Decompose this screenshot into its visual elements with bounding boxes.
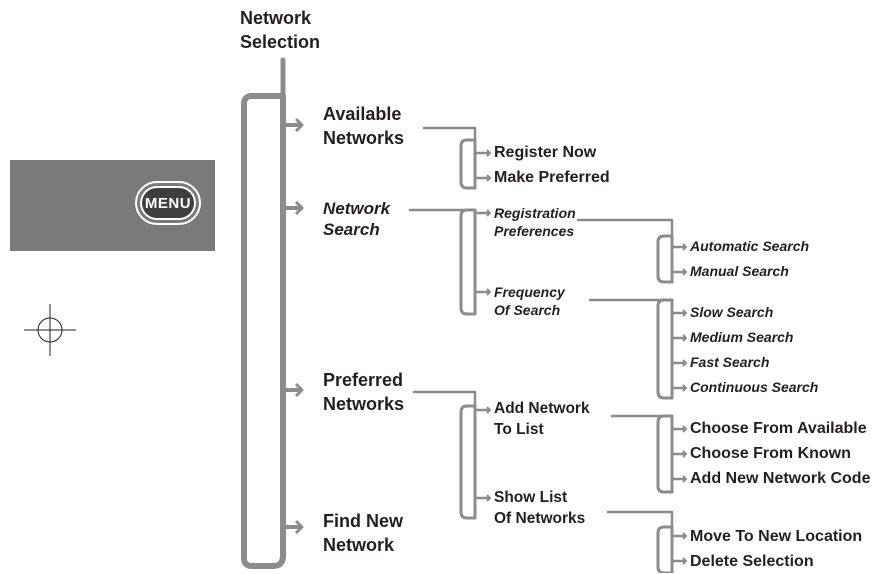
choose-from-known-item[interactable]: Choose From Known (690, 445, 851, 462)
main-bracket-line (241, 93, 286, 569)
preferred-feeder-line (412, 390, 477, 408)
frequency-branch-arrow-2 (682, 359, 687, 367)
available-branch-arrow-0 (486, 149, 491, 157)
choose-from-available-item[interactable]: Choose From Available (690, 420, 867, 437)
show-list-bracket-line (656, 525, 674, 573)
frequency-of-search-item[interactable]: Frequency Of Search (494, 284, 565, 318)
main-branch-arrow-0 (294, 117, 304, 133)
preferred-bracket-line (459, 404, 477, 520)
manual-search-item[interactable]: Manual Search (690, 263, 789, 279)
main-branch-arrow-1 (294, 200, 304, 216)
main-branch-arrow-2 (294, 382, 304, 398)
registration-mark-icon (24, 304, 76, 356)
registration-preferences-item[interactable]: Registration Preferences (494, 205, 576, 239)
add-network-bracket-line (656, 414, 674, 494)
registration-branch-arrow-1 (682, 268, 687, 276)
find-new-network-item[interactable]: Find New Network (323, 511, 403, 555)
add-new-network-code-item[interactable]: Add New Network Code (690, 470, 871, 487)
frequency-branch-arrow-0 (682, 309, 687, 317)
show-list-feeder-line (606, 510, 674, 529)
preferred-branch-arrow-1 (486, 494, 491, 502)
frequency-bracket-line (656, 298, 674, 400)
available-branch-arrow-1 (486, 174, 491, 182)
registration-feeder-line (576, 218, 674, 238)
fast-search-item[interactable]: Fast Search (690, 354, 770, 370)
add-network-branch-arrow-2 (682, 475, 687, 483)
automatic-search-item[interactable]: Automatic Search (690, 238, 810, 254)
register-now-item[interactable]: Register Now (494, 144, 597, 161)
slow-search-item[interactable]: Slow Search (690, 304, 774, 320)
network-search-branch-arrow-1 (486, 288, 491, 296)
menu-panel: MENU (10, 160, 215, 251)
registration-bracket-line (656, 234, 674, 284)
frequency-branch-arrow-3 (682, 384, 687, 392)
preferred-branch-arrow-0 (486, 406, 491, 414)
add-network-branch-arrow-0 (682, 425, 687, 433)
add-network-branch-arrow-1 (682, 450, 687, 458)
available-networks-item[interactable]: Available Networks (323, 104, 405, 148)
add-network-to-list-item[interactable]: Add Network To List (494, 400, 590, 438)
available-feeder-line (422, 126, 477, 142)
delete-selection-item[interactable]: Delete Selection (690, 553, 814, 570)
preferred-networks-item[interactable]: Preferred Networks (323, 370, 405, 414)
main-branch-arrow-3 (294, 519, 304, 535)
make-preferred-item[interactable]: Make Preferred (494, 169, 610, 186)
registration-branch-arrow-0 (682, 243, 687, 251)
menu-button[interactable]: MENU (135, 181, 201, 225)
network-search-bracket-line (459, 208, 477, 316)
show-list-branch-arrow-1 (682, 557, 687, 565)
show-list-of-networks-item[interactable]: Show List Of Networks (494, 489, 586, 527)
move-to-new-location-item[interactable]: Move To New Location (690, 528, 863, 545)
network-search-item[interactable]: Network Search (323, 199, 391, 239)
network-search-branch-arrow-0 (486, 209, 491, 217)
available-bracket-line (459, 138, 477, 190)
page-title: Network Selection (240, 8, 321, 52)
show-list-branch-arrow-0 (682, 532, 687, 540)
frequency-branch-arrow-1 (682, 334, 687, 342)
medium-search-item[interactable]: Medium Search (690, 329, 794, 345)
continuous-search-item[interactable]: Continuous Search (690, 379, 819, 395)
